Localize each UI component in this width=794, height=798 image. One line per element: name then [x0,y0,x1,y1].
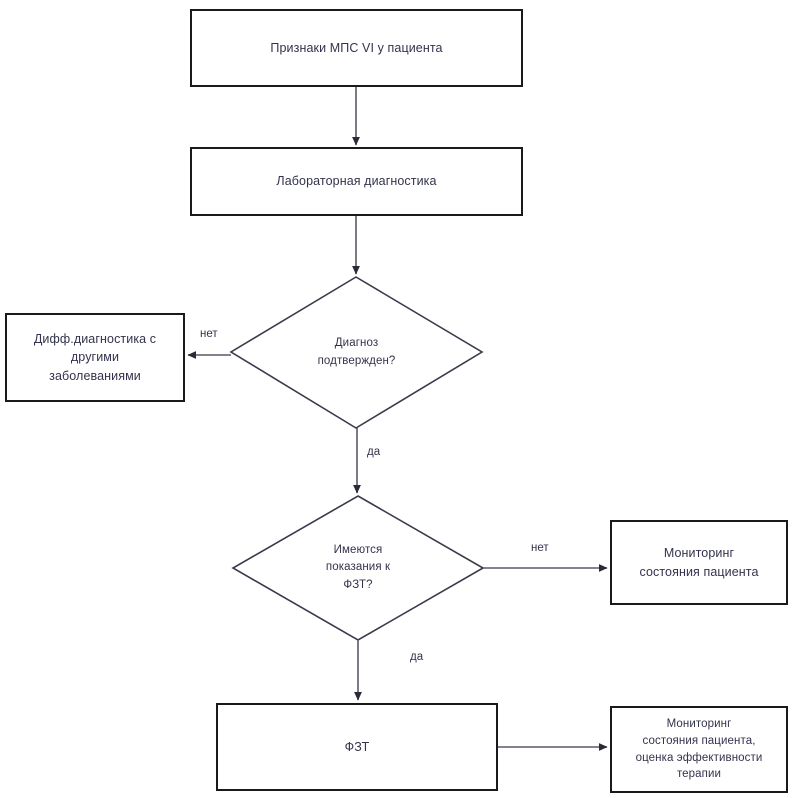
node-diagnosis-confirmed-label: Диагноз подтвержден? [317,337,396,367]
edge-label-ert-no-text: нет [531,542,549,554]
edge-label-ert-yes-text: да [410,651,424,663]
node-enzyme-replacement-therapy[interactable]: ФЗТ [216,703,498,791]
node-ert-indications-label: Имеются показания к ФЗТ? [325,544,391,591]
node-signs-label: Признаки МПС VI у пациента [270,40,443,55]
node-patient-monitoring-label: Мониторинг состояния пациента [639,546,759,579]
node-differential-diagnosis-label: Дифф.диагностика с другими заболеваниями [33,332,157,383]
edge-label-diagnosis-no: нет [200,328,218,341]
node-signs[interactable]: Признаки МПС VI у пациента [190,9,523,87]
node-ert-indications[interactable]: Имеются показания к ФЗТ? [233,496,483,640]
node-monitoring-efficacy-label: Мониторинг состояния пациента, оценка эф… [635,718,763,781]
node-lab-diagnostics[interactable]: Лабораторная диагностика [190,147,523,216]
edge-label-diagnosis-no-text: нет [200,328,218,340]
node-diagnosis-confirmed[interactable]: Диагноз подтвержден? [231,277,482,428]
edge-label-diagnosis-yes: да [367,446,381,459]
node-enzyme-replacement-therapy-label: ФЗТ [344,739,370,754]
edge-label-diagnosis-yes-text: да [367,446,381,458]
edge-label-ert-no: нет [531,542,549,555]
node-lab-diagnostics-label: Лабораторная диагностика [276,174,437,189]
node-monitoring-efficacy[interactable]: Мониторинг состояния пациента, оценка эф… [610,706,788,793]
node-patient-monitoring[interactable]: Мониторинг состояния пациента [610,520,788,605]
node-differential-diagnosis[interactable]: Дифф.диагностика с другими заболеваниями [5,313,185,402]
edge-label-ert-yes: да [410,651,424,664]
